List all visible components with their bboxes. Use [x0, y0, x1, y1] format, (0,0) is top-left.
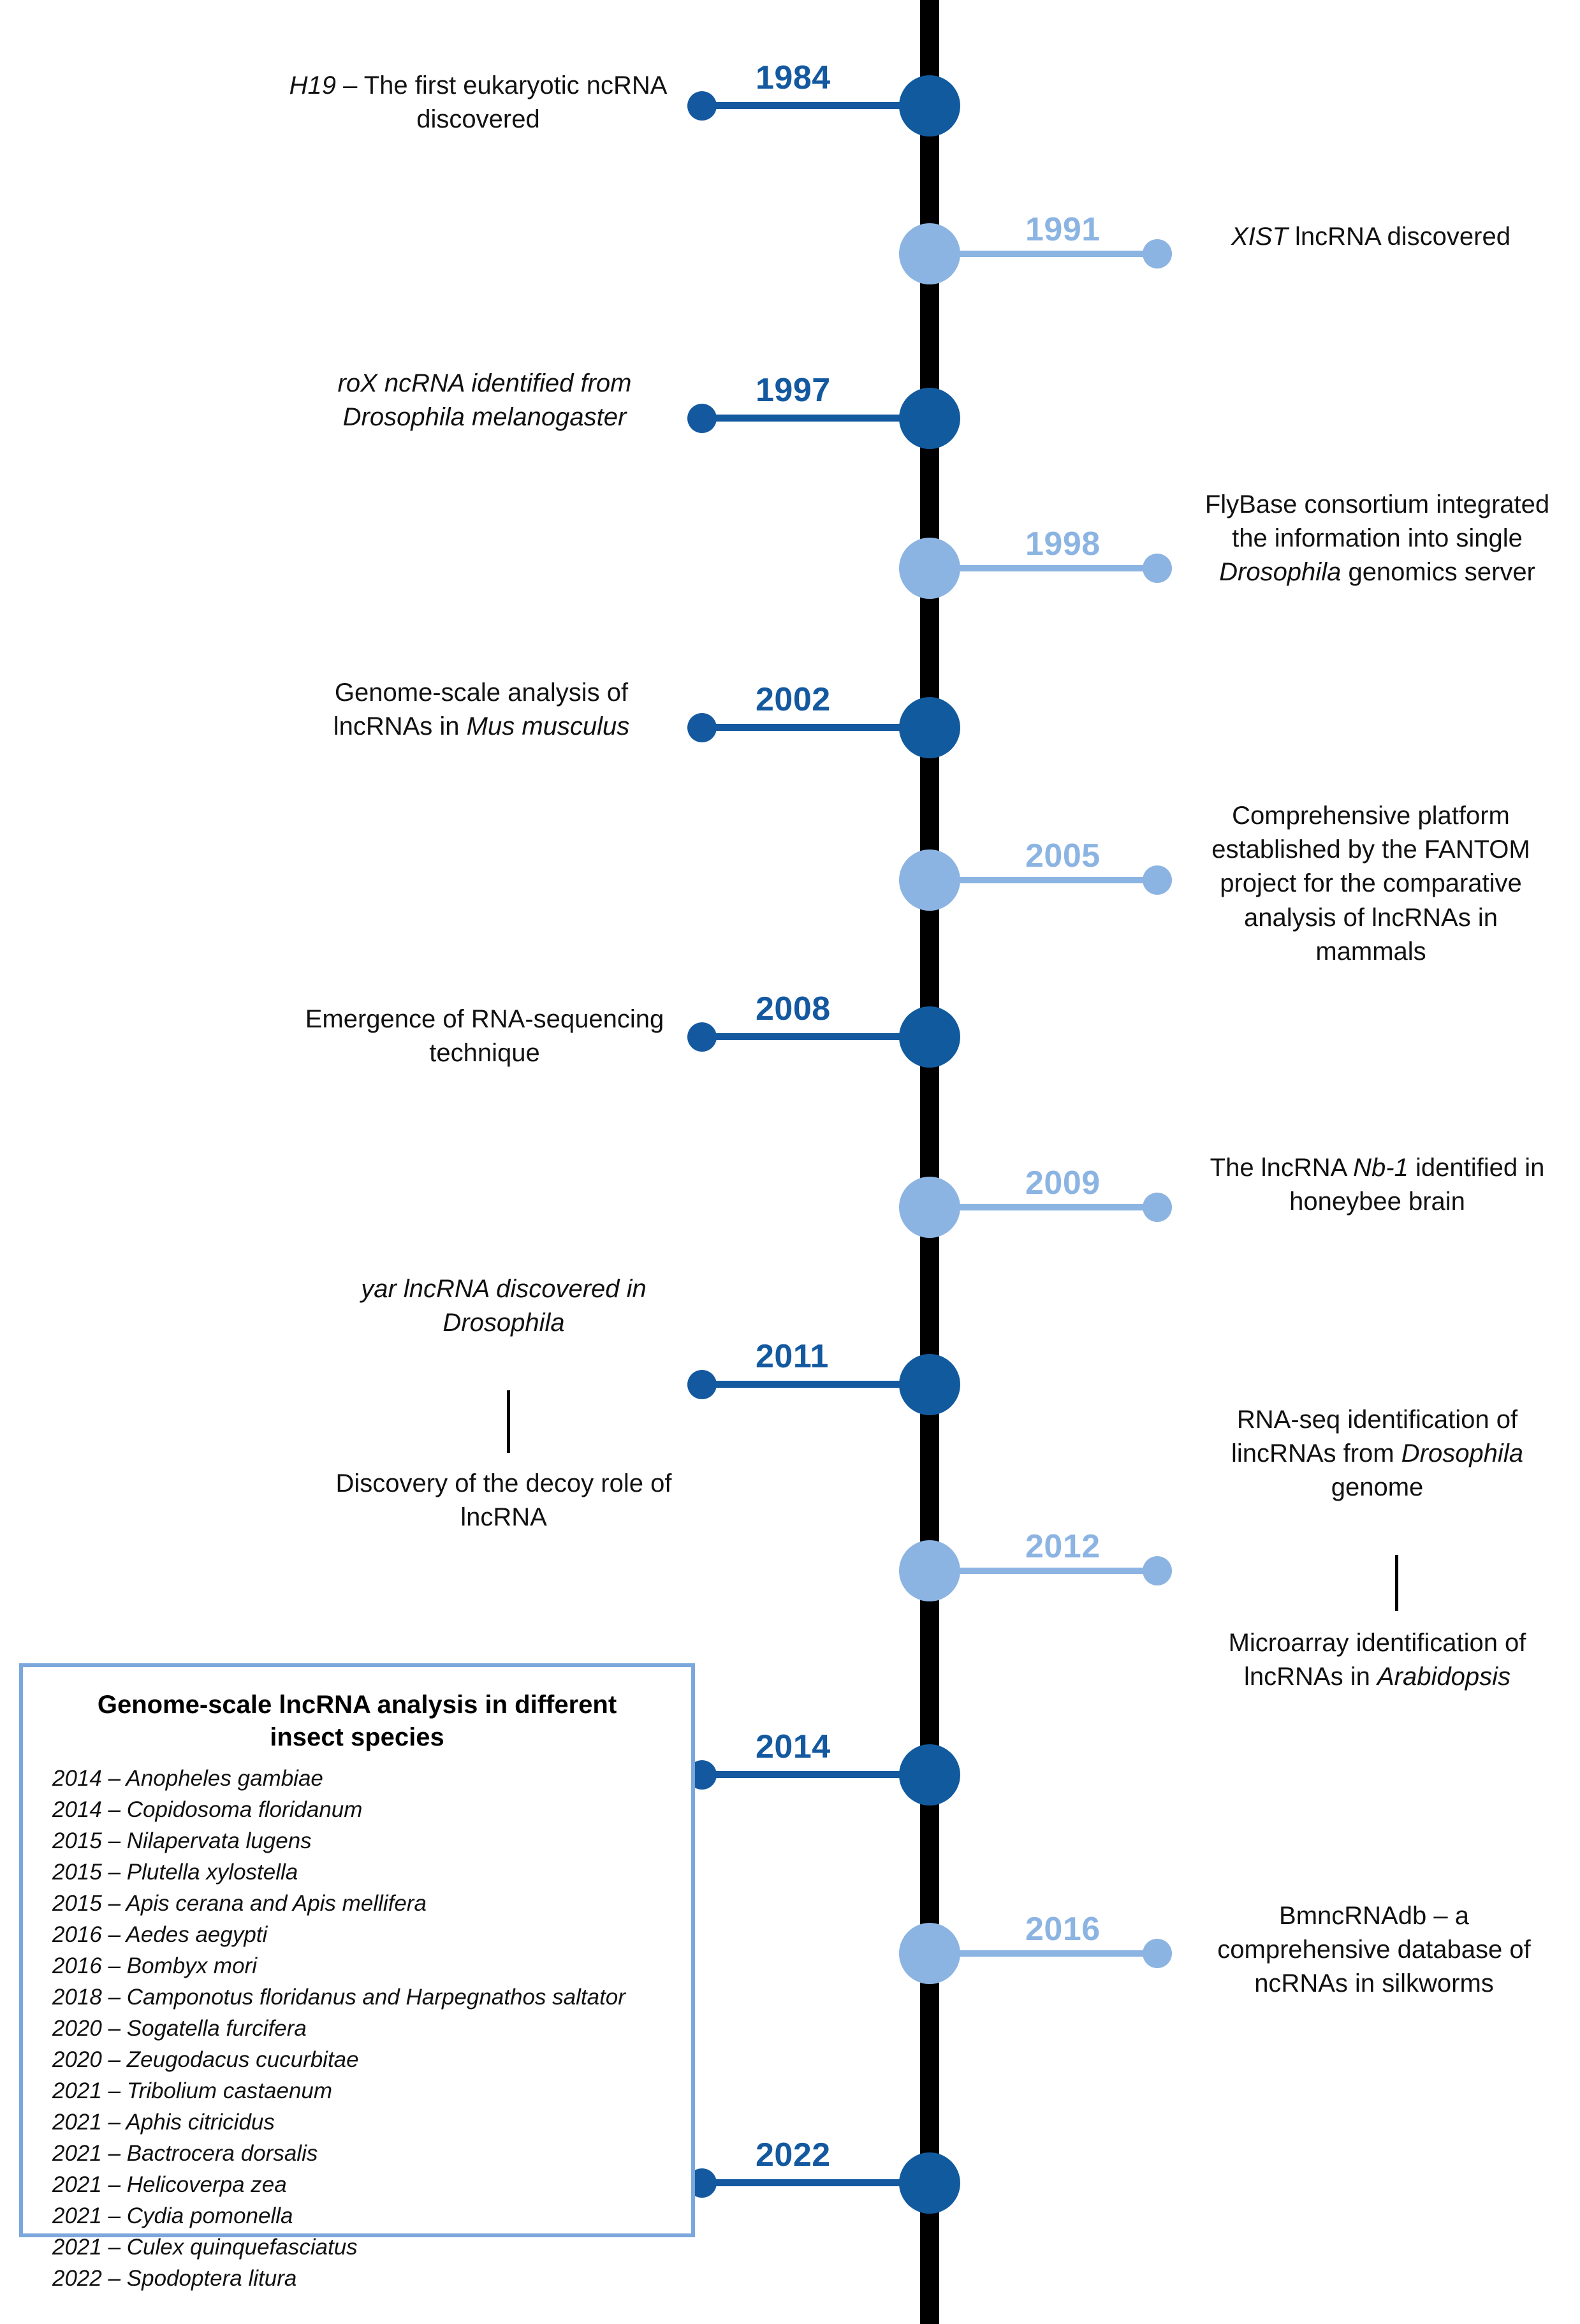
- event-text-2011-a: yar lncRNA discovered in Drosophila: [361, 1275, 647, 1337]
- connector-2014: [702, 1771, 922, 1778]
- connector-2009: [937, 1204, 1157, 1210]
- event-text-2016: BmncRNAdb – a comprehensive database of …: [1217, 1902, 1531, 1998]
- event-text-1984: H19 – The first eukaryotic ncRNA discove…: [289, 71, 668, 134]
- species-list-item: 2022 – Spodoptera litura: [52, 2266, 297, 2291]
- year-label-2008: 2008: [756, 990, 831, 1027]
- tail-dot-1998: [1143, 554, 1172, 583]
- species-list-item: 2021 – Culex quinquefasciatus: [52, 2235, 358, 2260]
- timeline-node-1997[interactable]: [899, 388, 960, 449]
- species-list-item: 2021 – Tribolium castaenum: [52, 2078, 333, 2104]
- year-label-2009: 2009: [1025, 1165, 1101, 1202]
- connector-1984: [702, 102, 922, 109]
- species-list-item: 2021 – Bactrocera dorsalis: [52, 2141, 318, 2166]
- event-text-1998: FlyBase consortium integrated the inform…: [1204, 490, 1550, 587]
- event-text-2002: Genome-scale analysis of lncRNAs in Mus …: [333, 679, 630, 741]
- year-label-2002: 2002: [756, 681, 831, 718]
- year-label-2014: 2014: [756, 1728, 831, 1765]
- species-list-item: 2021 – Cydia pomonella: [52, 2203, 293, 2229]
- year-label-1997: 1997: [756, 372, 831, 409]
- timeline-node-2002[interactable]: [899, 697, 960, 758]
- connector-2002: [702, 724, 922, 731]
- year-label-2005: 2005: [1025, 837, 1101, 874]
- connector-1991: [937, 251, 1157, 257]
- connector-2011: [702, 1381, 922, 1388]
- event-text-2005: Comprehensive platform established by th…: [1211, 802, 1530, 966]
- tail-dot-2012: [1143, 1556, 1172, 1585]
- year-label-1998: 1998: [1025, 526, 1101, 563]
- connector-2008: [702, 1033, 922, 1040]
- year-label-1984: 1984: [756, 59, 831, 96]
- event-text-2008: Emergence of RNA-sequencing technique: [305, 1005, 664, 1068]
- note-separator-2011: [507, 1390, 510, 1453]
- species-list-item: 2014 – Copidosoma floridanum: [52, 1797, 363, 1823]
- species-list-item: 2015 – Nilapervata lugens: [52, 1828, 312, 1854]
- event-text-2011-b: Discovery of the decoy role of lncRNA: [335, 1469, 672, 1532]
- event-text-2009: The lncRNA Nb-1 identified in honeybee b…: [1210, 1154, 1545, 1216]
- species-list-box: Genome-scale lncRNA analysis in differen…: [19, 1663, 695, 2291]
- connector-1997: [702, 415, 922, 422]
- timeline-node-2014[interactable]: [899, 1744, 960, 1806]
- tail-dot-1991: [1143, 239, 1172, 268]
- species-list-item: 2016 – Aedes aegypti: [52, 1922, 268, 1948]
- connector-2012: [937, 1568, 1157, 1574]
- tail-dot-2009: [1143, 1193, 1172, 1222]
- tail-dot-2005: [1143, 865, 1172, 895]
- species-list-item: 2021 – Aphis citricidus: [52, 2110, 275, 2135]
- year-label-2011: 2011: [756, 1338, 829, 1375]
- event-text-1991: XIST lncRNA discovered: [1231, 223, 1511, 251]
- species-list-item: 2018 – Camponotus floridanus and Harpegn…: [52, 1985, 625, 2010]
- year-label-1991: 1991: [1025, 211, 1101, 248]
- connector-2022: [702, 2179, 922, 2186]
- species-list-item: 2015 – Apis cerana and Apis mellifera: [52, 1891, 427, 1916]
- species-list-item: 2015 – Plutella xylostella: [52, 1860, 298, 1885]
- species-list-item: 2021 – Helicoverpa zea: [52, 2172, 287, 2198]
- timeline-node-1984[interactable]: [899, 75, 960, 136]
- timeline-node-2008[interactable]: [899, 1006, 960, 1068]
- event-text-2012-b: Microarray identification of lncRNAs in …: [1228, 1629, 1526, 1691]
- species-list-item: 2020 – Sogatella furcifera: [52, 2016, 307, 2041]
- connector-2005: [937, 877, 1157, 883]
- connector-1998: [937, 565, 1157, 571]
- timeline-node-2022[interactable]: [899, 2152, 960, 2214]
- species-list-item: 2016 – Bombyx mori: [52, 1953, 257, 1979]
- year-label-2022: 2022: [756, 2136, 831, 2173]
- connector-2016: [937, 1950, 1157, 1957]
- tail-dot-2016: [1143, 1939, 1172, 1968]
- species-list-item: 2020 – Zeugodacus cucurbitae: [52, 2047, 359, 2073]
- species-list-item: 2014 – Anopheles gambiae: [52, 1766, 323, 1791]
- timeline-node-2011[interactable]: [899, 1354, 960, 1415]
- note-separator-2012: [1395, 1555, 1398, 1611]
- event-text-1997: roX ncRNA identified from Drosophila mel…: [337, 369, 632, 432]
- year-label-2012: 2012: [1025, 1528, 1101, 1565]
- event-text-2012-a: RNA-seq identification of lincRNAs from …: [1231, 1406, 1523, 1502]
- species-box-title: Genome-scale lncRNA analysis in differen…: [97, 1691, 617, 1752]
- species-list: 2014 – Anopheles gambiae 2014 – Copidosom…: [23, 1758, 691, 2294]
- year-label-2016: 2016: [1025, 1911, 1101, 1948]
